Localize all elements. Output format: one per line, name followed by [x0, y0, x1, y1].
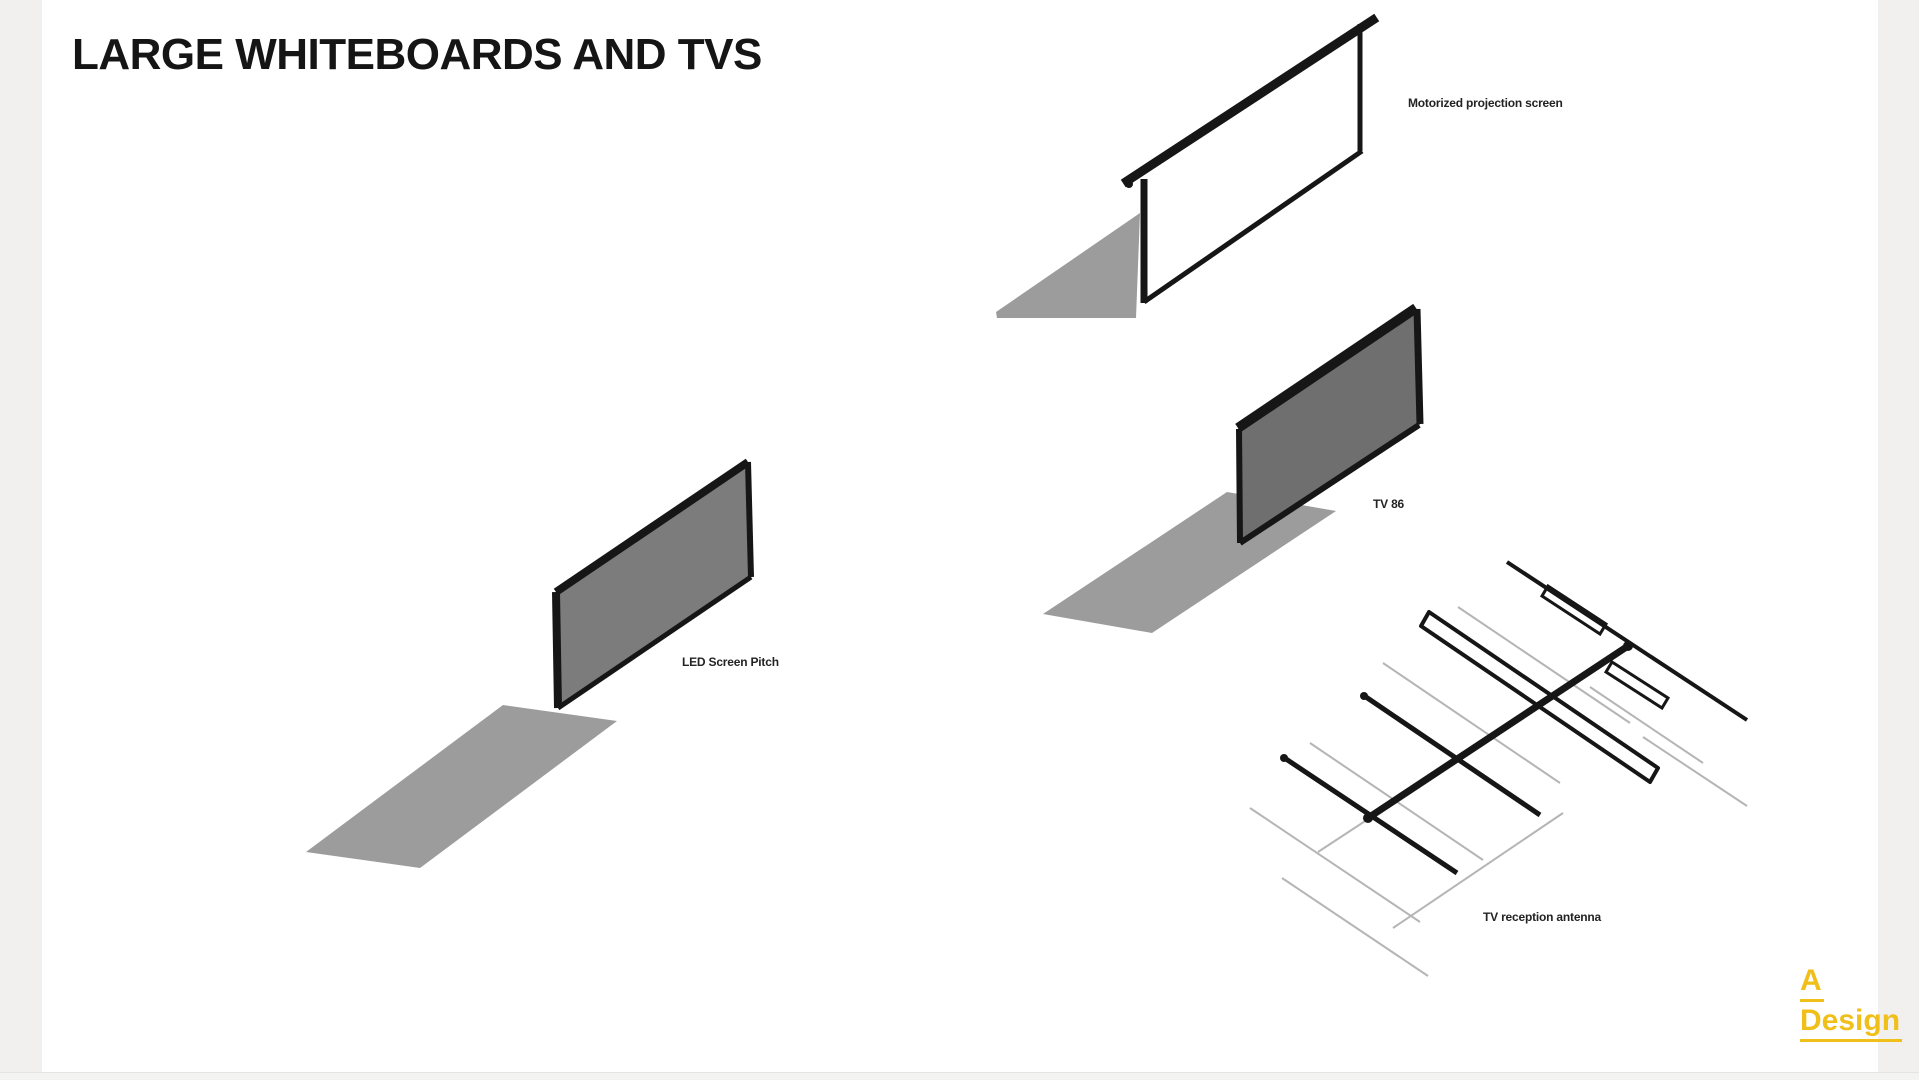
tv-reception-antenna-drawing — [1249, 560, 1749, 977]
left-margin-strip — [0, 0, 42, 1080]
motorized-projection-screen-label: Motorized projection screen — [1408, 96, 1563, 110]
right-margin-strip — [1878, 0, 1919, 1080]
tv-reception-antenna-figure — [1240, 540, 1760, 980]
brand-line-a[interactable]: A — [1800, 966, 1824, 1002]
motorized-projection-screen-figure — [990, 10, 1390, 330]
tv-86-figure — [1030, 300, 1450, 640]
led-screen-pitch-figure — [295, 450, 765, 880]
led-screen-pitch-drawing — [306, 458, 754, 868]
bottom-margin-strip — [0, 1072, 1919, 1080]
tv-reception-antenna-label: TV reception antenna — [1483, 910, 1602, 924]
led-screen-pitch-label: LED Screen Pitch — [682, 655, 779, 669]
brand-line-design[interactable]: Design — [1800, 1006, 1903, 1042]
page-title: LARGE WHITEBOARDS AND TVS — [72, 30, 762, 79]
tv-86-drawing — [1043, 303, 1424, 633]
motorized-projection-screen-drawing — [996, 13, 1380, 318]
tv-86-label: TV 86 — [1373, 497, 1405, 511]
brand-logo[interactable]: A Design — [1800, 966, 1903, 1042]
